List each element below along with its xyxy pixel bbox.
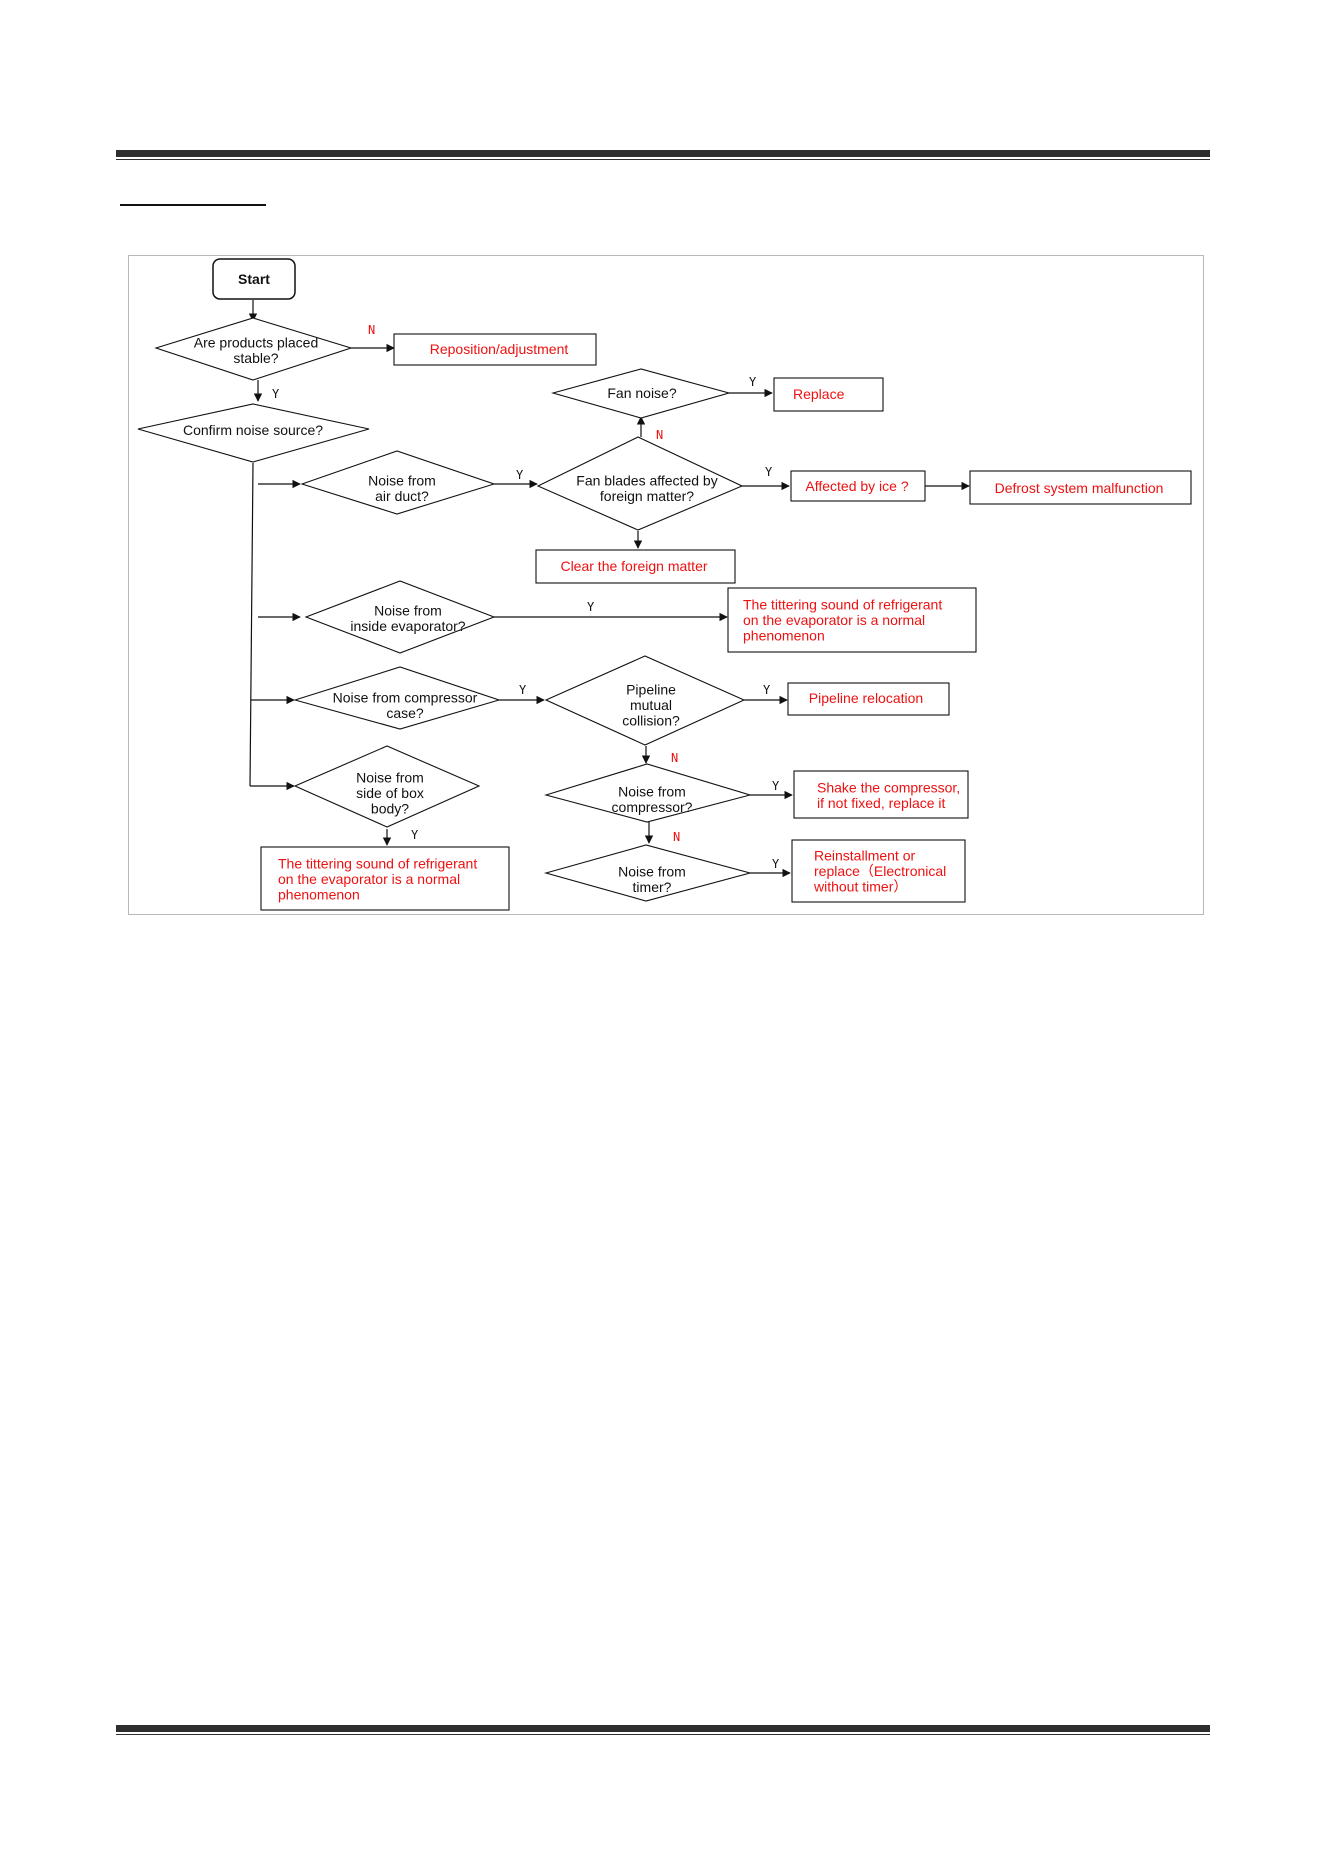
action-tittering-evaporator — [727, 587, 977, 653]
yes-label-13: Y — [411, 828, 419, 842]
flowchart-frame — [128, 255, 1204, 915]
decision-products-stable — [154, 317, 353, 381]
decision-evaporator — [304, 580, 496, 654]
action-affected-ice — [790, 470, 926, 502]
flowchart-edges — [248, 300, 970, 878]
yes-label-1: Y — [272, 387, 280, 401]
decision-compressor-case — [293, 666, 501, 730]
yes-label-8: Y — [763, 683, 771, 697]
action-label-replace: Replace — [793, 386, 845, 402]
decision-label-fan-noise: Fan noise? — [607, 385, 676, 401]
action-defrost — [969, 470, 1192, 505]
no-label-9: N — [671, 751, 678, 765]
action-clear-foreign — [535, 549, 736, 584]
decision-air-duct — [300, 450, 496, 515]
decision-pipeline — [544, 655, 746, 746]
action-shake-compressor — [793, 770, 969, 819]
action-tittering-box — [260, 846, 510, 911]
no-label-0: N — [368, 323, 375, 337]
action-replace — [773, 377, 884, 412]
action-label-reposition: Reposition/adjustment — [430, 341, 569, 357]
action-reinstallment — [791, 839, 966, 903]
decision-compressor — [544, 763, 753, 823]
footer-rule — [116, 1725, 1210, 1735]
decision-confirm-source — [137, 403, 370, 463]
action-label-affected-ice: Affected by ice ? — [805, 478, 908, 494]
yes-label-6: Y — [587, 600, 595, 614]
decision-box-body — [293, 745, 481, 828]
action-pipeline-relocation — [787, 682, 950, 716]
decision-fan-blades — [536, 436, 744, 531]
yes-label-2: Y — [516, 468, 524, 482]
decision-fan-noise — [550, 368, 732, 419]
yes-label-7: Y — [519, 683, 527, 697]
flowchart-branch-labels: N Y Y Y N Y Y Y Y N Y N Y Y — [272, 323, 780, 871]
action-label-defrost: Defrost system malfunction — [995, 480, 1164, 496]
header-rule — [116, 150, 1210, 160]
flowchart-shapes — [137, 258, 1192, 911]
decision-label-confirm-source: Confirm noise source? — [183, 422, 323, 438]
start-label: Start — [238, 271, 270, 287]
edge-source-branch-trunk — [249, 462, 254, 787]
yes-label-5: Y — [765, 465, 773, 479]
section-title-underline — [120, 204, 266, 206]
no-label-11: N — [673, 830, 680, 844]
yes-label-12: Y — [772, 857, 780, 871]
action-label-pipeline-relocation: Pipeline relocation — [809, 690, 923, 706]
yes-label-10: Y — [772, 779, 780, 793]
start-box — [212, 258, 296, 300]
yes-label-3: Y — [749, 375, 757, 389]
decision-timer — [543, 844, 753, 902]
action-reposition — [393, 333, 597, 366]
action-label-clear-foreign: Clear the foreign matter — [560, 558, 707, 574]
action-label-shake-compressor: Shake the compressor,if not fixed, repla… — [817, 779, 960, 811]
no-label-4: N — [656, 428, 663, 442]
